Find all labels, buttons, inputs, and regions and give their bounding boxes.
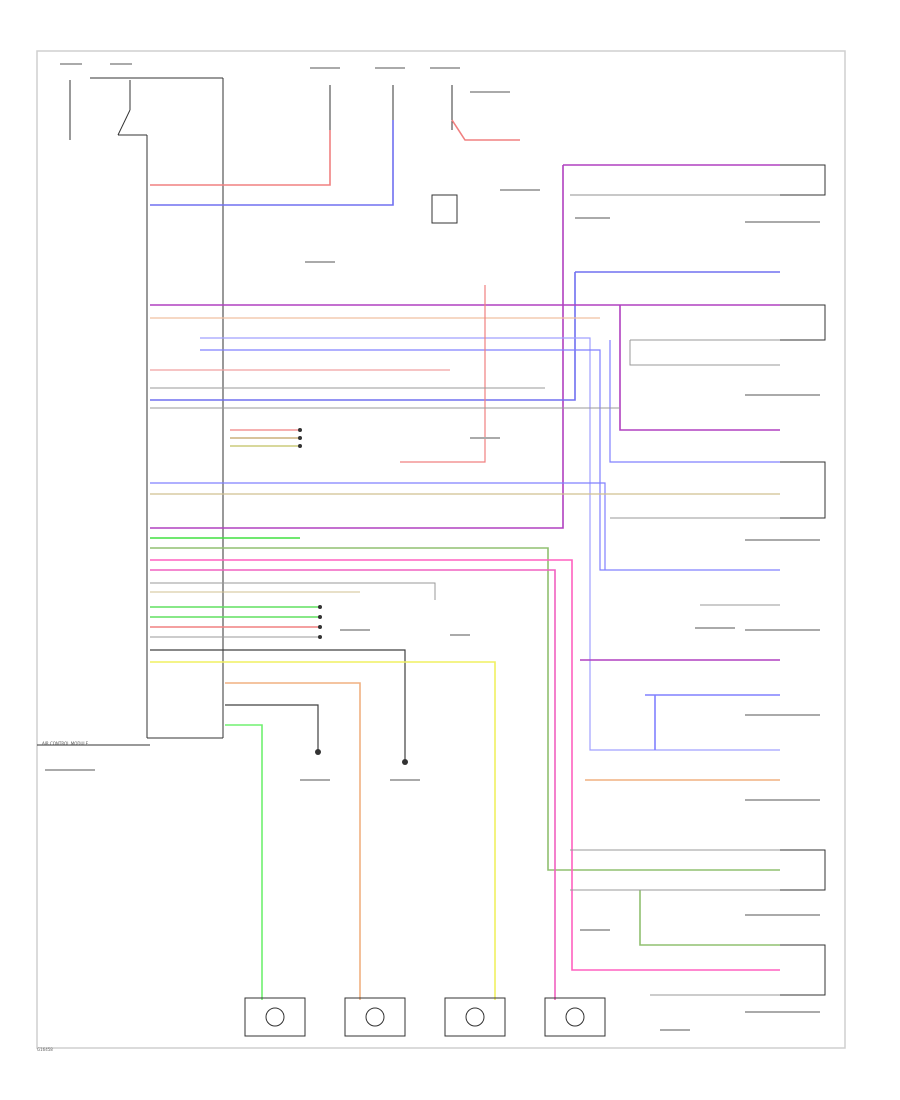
wire-yellow-1	[150, 661, 496, 1000]
wire-red-1	[150, 130, 331, 186]
ground-symbols	[298, 428, 408, 765]
wire-lblue-1	[200, 337, 780, 751]
control-module	[37, 78, 224, 746]
wire-pink-2	[150, 569, 556, 1000]
label-marks	[45, 63, 820, 1031]
wire-black-2	[225, 704, 319, 750]
wire-gray-4	[150, 582, 436, 600]
wire-lblue-3	[609, 340, 780, 463]
diagram-footer: G16458	[37, 1047, 53, 1052]
fuse-group-left	[69, 77, 223, 170]
wire-blue-4	[150, 482, 606, 570]
wire-pink-1	[150, 559, 780, 971]
wires	[150, 119, 780, 1000]
wire-blue-3	[150, 272, 576, 401]
actuator-motors	[244, 997, 606, 1037]
wire-orange-2	[225, 682, 361, 1000]
wire-red-2	[451, 119, 520, 141]
wire-purple-2b	[619, 305, 780, 431]
wire-lgreen-r	[639, 890, 780, 946]
wire-red-4	[400, 285, 486, 463]
sensor-frames	[431, 164, 826, 996]
wire-black-1	[150, 649, 406, 760]
wire-purple-top	[150, 165, 564, 529]
wire-lblue-2	[200, 349, 780, 571]
wire-green-5	[225, 724, 263, 1000]
module-label: AIR CONTROL MODULE	[42, 741, 89, 746]
fuse-group-center	[329, 85, 453, 130]
wire-gray-r2	[629, 340, 780, 366]
diagram-border	[36, 50, 846, 1049]
wire-green-2	[150, 547, 780, 871]
wire-blue-1	[150, 120, 394, 206]
